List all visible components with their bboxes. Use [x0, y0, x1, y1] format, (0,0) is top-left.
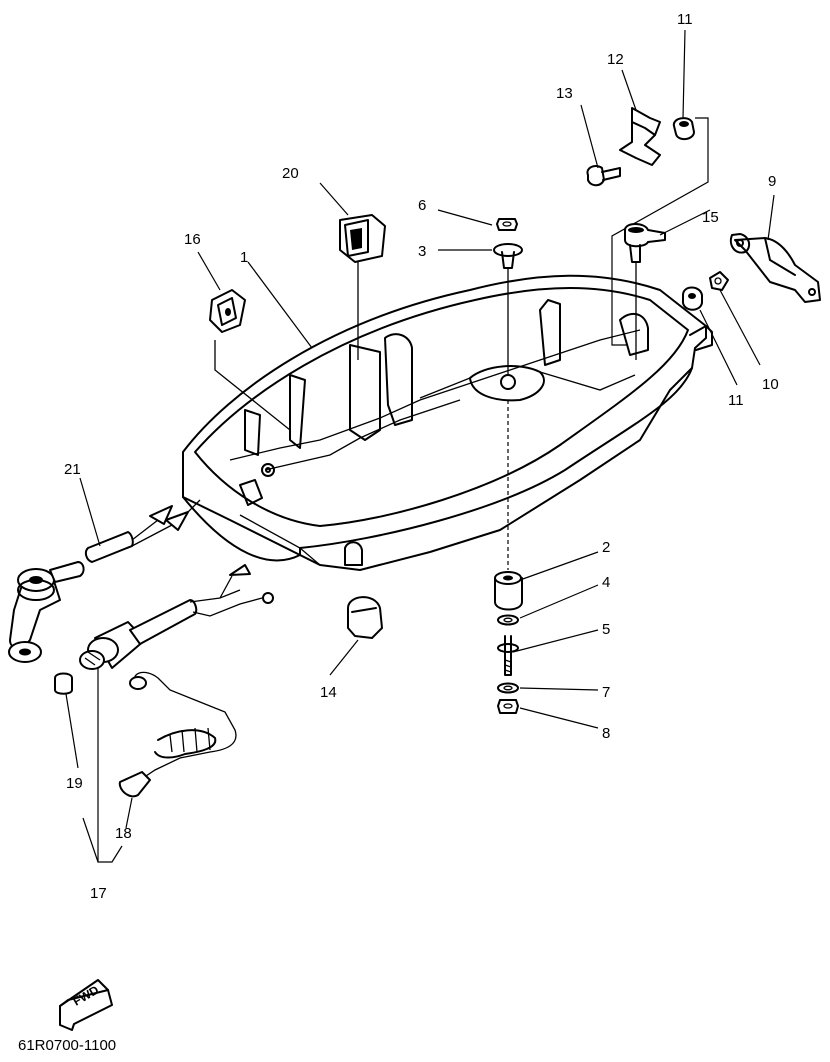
- top-bracket: [586, 107, 709, 346]
- callout-15: 15: [702, 209, 719, 226]
- callout-21: 21: [64, 461, 81, 478]
- fwd-arrow-icon: FWD: [59, 979, 113, 1031]
- mount-stack: [494, 400, 523, 714]
- left-lever: [8, 561, 85, 663]
- callout-2: 2: [602, 539, 610, 556]
- small-grommets: [209, 214, 386, 431]
- callout-17: 17: [90, 885, 107, 902]
- top-fasteners: [493, 218, 523, 375]
- callout-6: 6: [418, 197, 426, 214]
- callout-8: 8: [602, 725, 610, 742]
- callout-labels: 1 2 3 4 5 6 7 8 9 10 11 11 12 13 14 15 1…: [64, 11, 779, 902]
- callout-5: 5: [602, 621, 610, 638]
- callout-9: 9: [768, 173, 776, 190]
- stop-switch: [79, 564, 274, 798]
- callout-13: 13: [556, 85, 573, 102]
- callout-19: 19: [66, 775, 83, 792]
- callout-1: 1: [240, 249, 248, 266]
- callout-4: 4: [602, 574, 610, 591]
- callout-12: 12: [607, 51, 624, 68]
- leader-lines: [65, 29, 775, 863]
- callout-16: 16: [184, 231, 201, 248]
- rear-lever: [682, 233, 821, 311]
- callout-20: 20: [282, 165, 299, 182]
- callout-10: 10: [762, 376, 779, 393]
- bottom-cowling: [182, 274, 713, 571]
- callout-14: 14: [320, 684, 337, 701]
- diagram-code: 61R0700-1100: [18, 1037, 116, 1054]
- callout-3: 3: [418, 243, 426, 260]
- callout-11-bottom: 11: [728, 392, 744, 409]
- grommet-14: [347, 596, 383, 639]
- callout-11-top: 11: [677, 11, 693, 28]
- shaft-assembly: [84, 499, 201, 563]
- cap-19: [54, 672, 73, 695]
- callout-18: 18: [115, 825, 132, 842]
- callout-7: 7: [602, 684, 610, 701]
- lever-pin: [624, 223, 666, 360]
